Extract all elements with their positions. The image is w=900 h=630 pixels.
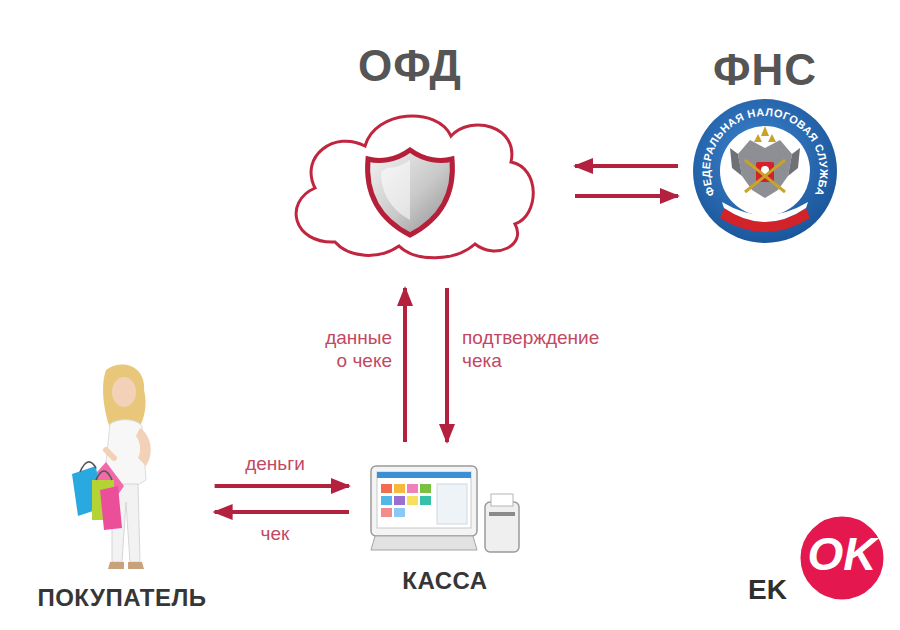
flow-arrow	[403, 288, 407, 442]
node-figure	[369, 464, 521, 560]
flow-arrow	[575, 194, 678, 198]
logo-text: EK	[748, 574, 792, 606]
screen	[377, 472, 471, 528]
node-heading: ОФД	[358, 40, 462, 92]
edge-label: данные о чеке	[317, 326, 392, 372]
node-figure	[66, 362, 178, 577]
register-figure	[369, 464, 521, 560]
cloud-outline	[296, 116, 533, 258]
cloud-shape	[275, 92, 545, 270]
eagle-icon	[730, 126, 800, 198]
node-figure	[275, 92, 545, 270]
flow-arrow	[215, 510, 349, 514]
flow-arrow	[215, 484, 349, 488]
emblem-center	[720, 126, 810, 216]
cloud-node: ОФД	[275, 40, 545, 270]
shield-icon	[368, 150, 453, 235]
fns-node: ФНС ФЕДЕРАЛЬНАЯ НАЛОГОВАЯ СЛУЖБА	[690, 44, 840, 246]
edge-label: чек	[215, 522, 335, 545]
terminal	[371, 466, 477, 536]
shield-glare	[381, 160, 410, 220]
flow-arrow	[575, 164, 678, 168]
shoes	[108, 562, 144, 569]
flow-arrow	[445, 288, 449, 442]
arm	[136, 428, 151, 466]
fns-emblem: ФЕДЕРАЛЬНАЯ НАЛОГОВАЯ СЛУЖБА	[690, 96, 840, 246]
emblem-ribbon	[722, 202, 808, 222]
svg-text:ФЕДЕРАЛЬНАЯ НАЛОГОВАЯ СЛУЖБА: ФЕДЕРАЛЬНАЯ НАЛОГОВАЯ СЛУЖБА	[700, 106, 830, 198]
woman-node: ПОКУПАТЕЛЬ	[37, 362, 206, 613]
screen-tiles	[381, 484, 467, 524]
ring-text: ФЕДЕРАЛЬНАЯ НАЛОГОВАЯ СЛУЖБА	[700, 106, 830, 198]
bag	[100, 486, 122, 530]
buyer-figure	[66, 362, 178, 577]
printer	[485, 502, 519, 552]
terminal-base	[371, 536, 477, 550]
node-heading: ФНС	[713, 44, 817, 96]
watermark-text: OK	[792, 528, 892, 581]
node-heading: КАССА	[402, 566, 487, 596]
kassa-node: КАССА	[369, 464, 521, 596]
emblem-ring	[693, 99, 837, 243]
face	[112, 377, 136, 407]
edge-label: подтверждение чека	[462, 326, 612, 372]
edge-label: деньги	[215, 452, 335, 475]
node-figure: ФЕДЕРАЛЬНАЯ НАЛОГОВАЯ СЛУЖБА	[690, 96, 840, 246]
node-heading: ПОКУПАТЕЛЬ	[37, 583, 206, 613]
